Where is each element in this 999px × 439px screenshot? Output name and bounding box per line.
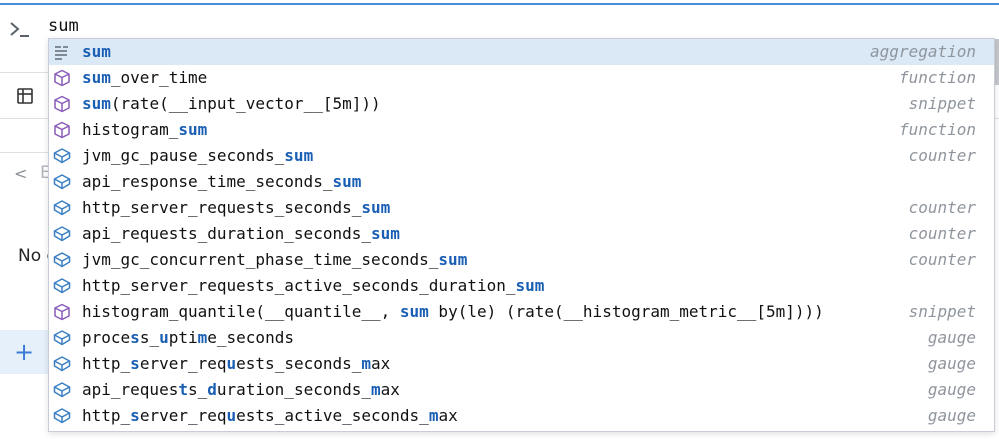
suggestion-kind: gauge — [927, 406, 976, 425]
snippet-icon — [53, 95, 71, 113]
suggestion-item[interactable]: sum(rate(__input_vector__[5m])) snippet — [49, 91, 994, 117]
prompt-icon — [10, 22, 29, 37]
autocomplete-popup: sum aggregation sum_over_time function sum(r… — [48, 38, 995, 432]
suggestion-item[interactable]: http_server_requests_active_seconds_dura… — [49, 273, 994, 299]
suggestion-kind: snippet — [908, 94, 976, 113]
divider — [0, 72, 48, 73]
suggestion-kind: gauge — [927, 328, 976, 347]
metric-icon — [53, 251, 71, 269]
function-icon — [53, 121, 71, 139]
suggestion-item[interactable]: http_server_requests_seconds_sum counter — [49, 195, 994, 221]
scrollbar[interactable] — [994, 39, 999, 85]
suggestion-item[interactable]: histogram_quantile(__quantile__, sum by(… — [49, 299, 994, 325]
suggestion-kind: counter — [908, 224, 976, 243]
background-text: E — [40, 163, 51, 183]
aggregation-icon — [53, 43, 71, 61]
suggestion-label: http_server_requests_seconds_sum — [82, 198, 391, 217]
suggestion-label: histogram_quantile(__quantile__, sum by(… — [82, 302, 824, 321]
suggestion-label: jvm_gc_pause_seconds_sum — [82, 146, 314, 165]
suggestion-kind: gauge — [927, 380, 976, 399]
suggestion-item[interactable]: jvm_gc_pause_seconds_sum counter — [49, 143, 994, 169]
metric-icon — [53, 407, 71, 425]
no-data-text: No d — [18, 246, 58, 266]
suggestion-label: sum(rate(__input_vector__[5m])) — [82, 94, 381, 113]
suggestion-label: http_server_requests_seconds_max — [82, 354, 391, 373]
suggestion-item[interactable]: api_requests_duration_seconds_sum counter — [49, 221, 994, 247]
suggestion-item[interactable]: api_response_time_seconds_sum — [49, 169, 994, 195]
suggestion-item[interactable]: process_uptime_seconds gauge — [49, 325, 994, 351]
query-bar[interactable] — [0, 5, 999, 39]
suggestion-item[interactable]: api_requests_duration_seconds_max gauge — [49, 377, 994, 403]
top-border — [0, 3, 999, 5]
chevron-left-icon[interactable]: < — [14, 164, 28, 183]
snippet-icon — [53, 303, 71, 321]
suggestion-kind: counter — [908, 198, 976, 217]
suggestion-label: api_response_time_seconds_sum — [82, 172, 362, 191]
add-panel[interactable] — [0, 330, 48, 374]
metric-icon — [53, 173, 71, 191]
metric-icon — [53, 225, 71, 243]
suggestion-label: jvm_gc_concurrent_phase_time_seconds_sum — [82, 250, 468, 269]
suggestion-label: http_server_requests_active_seconds_max — [82, 406, 458, 425]
divider — [0, 118, 48, 119]
metric-icon — [53, 199, 71, 217]
metric-icon — [53, 381, 71, 399]
suggestion-kind: counter — [908, 250, 976, 269]
suggestion-kind: snippet — [908, 302, 976, 321]
suggestion-item[interactable]: http_server_requests_active_seconds_max g… — [49, 403, 994, 429]
suggestion-item[interactable]: sum_over_time function — [49, 65, 994, 91]
suggestion-label: http_server_requests_active_seconds_dura… — [82, 276, 545, 295]
suggestion-item[interactable]: http_server_requests_seconds_max gauge — [49, 351, 994, 377]
suggestion-kind: aggregation — [870, 42, 976, 61]
function-icon — [53, 69, 71, 87]
suggestion-item[interactable]: sum aggregation — [49, 39, 994, 65]
suggestion-label: histogram_sum — [82, 120, 208, 139]
table-icon[interactable] — [17, 88, 33, 104]
suggestion-label: api_requests_duration_seconds_sum — [82, 224, 400, 243]
suggestion-kind: function — [898, 68, 976, 87]
suggestion-item[interactable]: jvm_gc_concurrent_phase_time_seconds_sum… — [49, 247, 994, 273]
metric-icon — [53, 329, 71, 347]
add-icon[interactable]: + — [14, 338, 35, 366]
suggestion-label: sum — [82, 42, 111, 61]
suggestion-label: api_requests_duration_seconds_max — [82, 380, 400, 399]
divider — [0, 152, 48, 153]
metric-icon — [53, 147, 71, 165]
divider — [994, 118, 999, 119]
metric-icon — [53, 355, 71, 373]
suggestion-label: sum_over_time — [82, 68, 208, 87]
suggestion-kind: function — [898, 120, 976, 139]
suggestion-kind: counter — [908, 146, 976, 165]
suggestion-kind: gauge — [927, 354, 976, 373]
suggestion-item[interactable]: histogram_sum function — [49, 117, 994, 143]
metric-icon — [53, 277, 71, 295]
suggestion-label: process_uptime_seconds — [82, 328, 294, 347]
query-input[interactable]: sum — [48, 16, 79, 36]
